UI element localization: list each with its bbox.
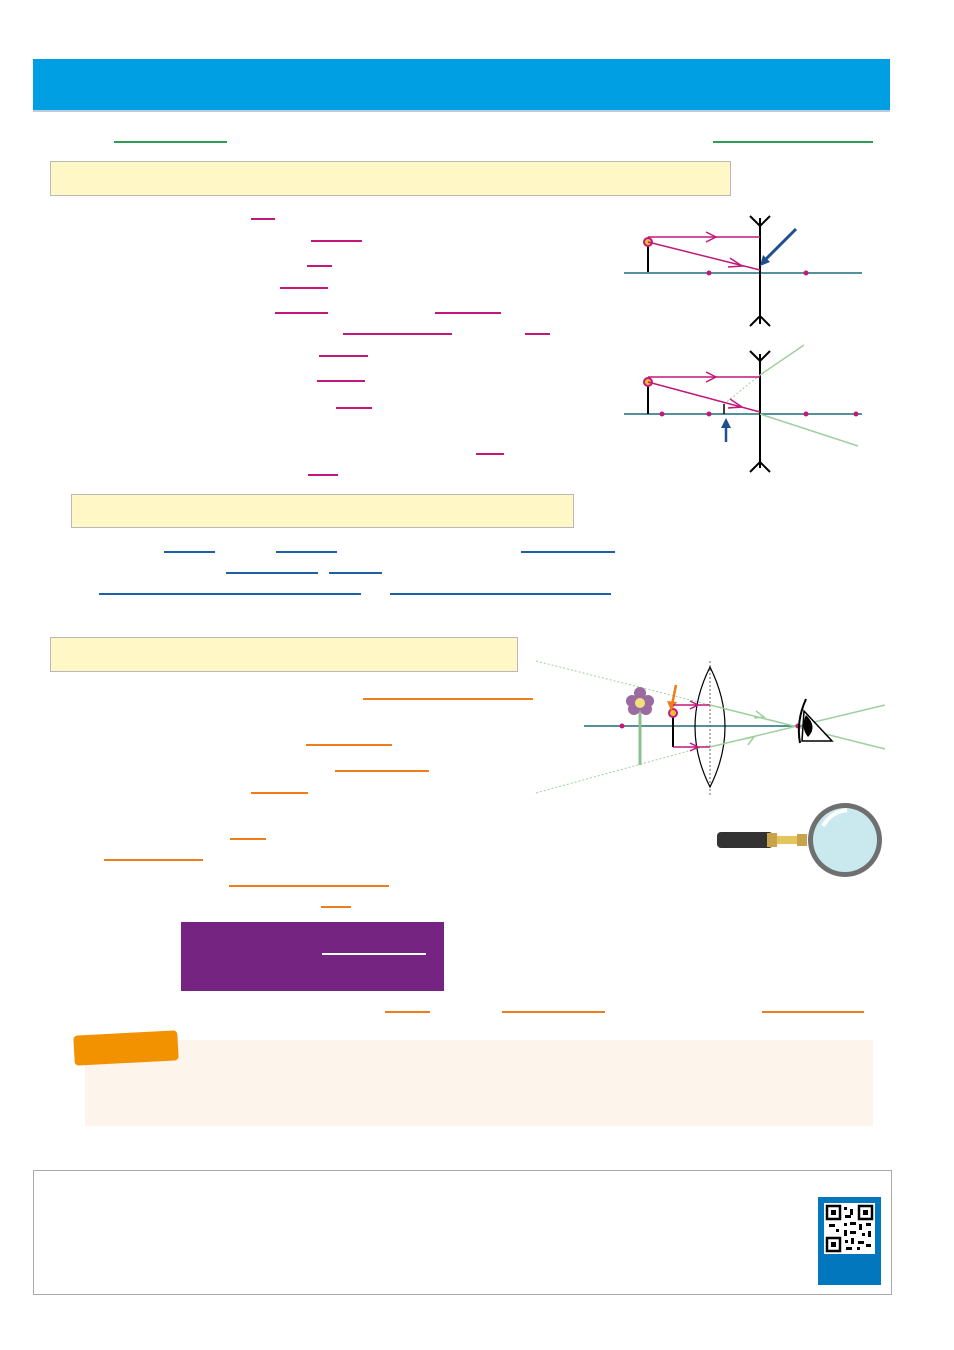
blank-line: [229, 885, 389, 887]
blank-line: [390, 593, 611, 595]
blank-line: [251, 792, 308, 794]
blank-line: [230, 838, 266, 840]
blank-line: [435, 312, 501, 314]
blank-line: [525, 333, 550, 335]
blank-line: [308, 474, 338, 476]
blank-line: [329, 572, 382, 574]
blank-line: [317, 380, 365, 382]
note-tag: [73, 1030, 179, 1066]
blank-line: [226, 572, 318, 574]
blank-line: [322, 953, 426, 955]
blank-line: [311, 240, 362, 242]
diverging-lens-ray-diagram: [624, 215, 862, 327]
blank-line: [502, 1011, 605, 1013]
blank-line: [363, 698, 533, 700]
qr-pattern: [825, 1204, 874, 1253]
blank-line: [336, 407, 372, 409]
section-heading-3: [50, 637, 518, 672]
blank-line: [280, 287, 328, 289]
flower-icon: [626, 687, 654, 715]
blank-line: [476, 453, 504, 455]
blank-line: [762, 1011, 864, 1013]
blank-line: [99, 593, 361, 595]
blank-line: [307, 265, 332, 267]
blank-line: [306, 744, 392, 746]
formula-callout-box: [181, 922, 444, 991]
section-heading-1: [50, 161, 731, 196]
blank-line: [343, 333, 452, 335]
blank-line: [276, 551, 337, 553]
magnifying-glass-ray-diagram: [535, 660, 886, 795]
header-banner: [33, 59, 890, 112]
blank-line: [251, 218, 275, 220]
blank-line: [521, 551, 615, 553]
blank-line: [164, 551, 215, 553]
note-box: [85, 1040, 873, 1126]
blank-line: [104, 859, 203, 861]
magnifying-glass-icon: [717, 803, 882, 877]
diverging-lens-virtual-image-diagram: [624, 344, 862, 473]
eye-icon: [797, 698, 834, 744]
blank-line: [114, 141, 227, 143]
blank-line: [335, 770, 429, 772]
qr-code-icon[interactable]: [818, 1197, 881, 1285]
blank-line: [321, 906, 351, 908]
blank-line: [385, 1011, 430, 1013]
section-heading-2: [71, 494, 574, 528]
blank-line: [275, 312, 328, 314]
footer-box: [33, 1170, 892, 1295]
blank-line: [713, 141, 873, 143]
blank-line: [319, 355, 368, 357]
